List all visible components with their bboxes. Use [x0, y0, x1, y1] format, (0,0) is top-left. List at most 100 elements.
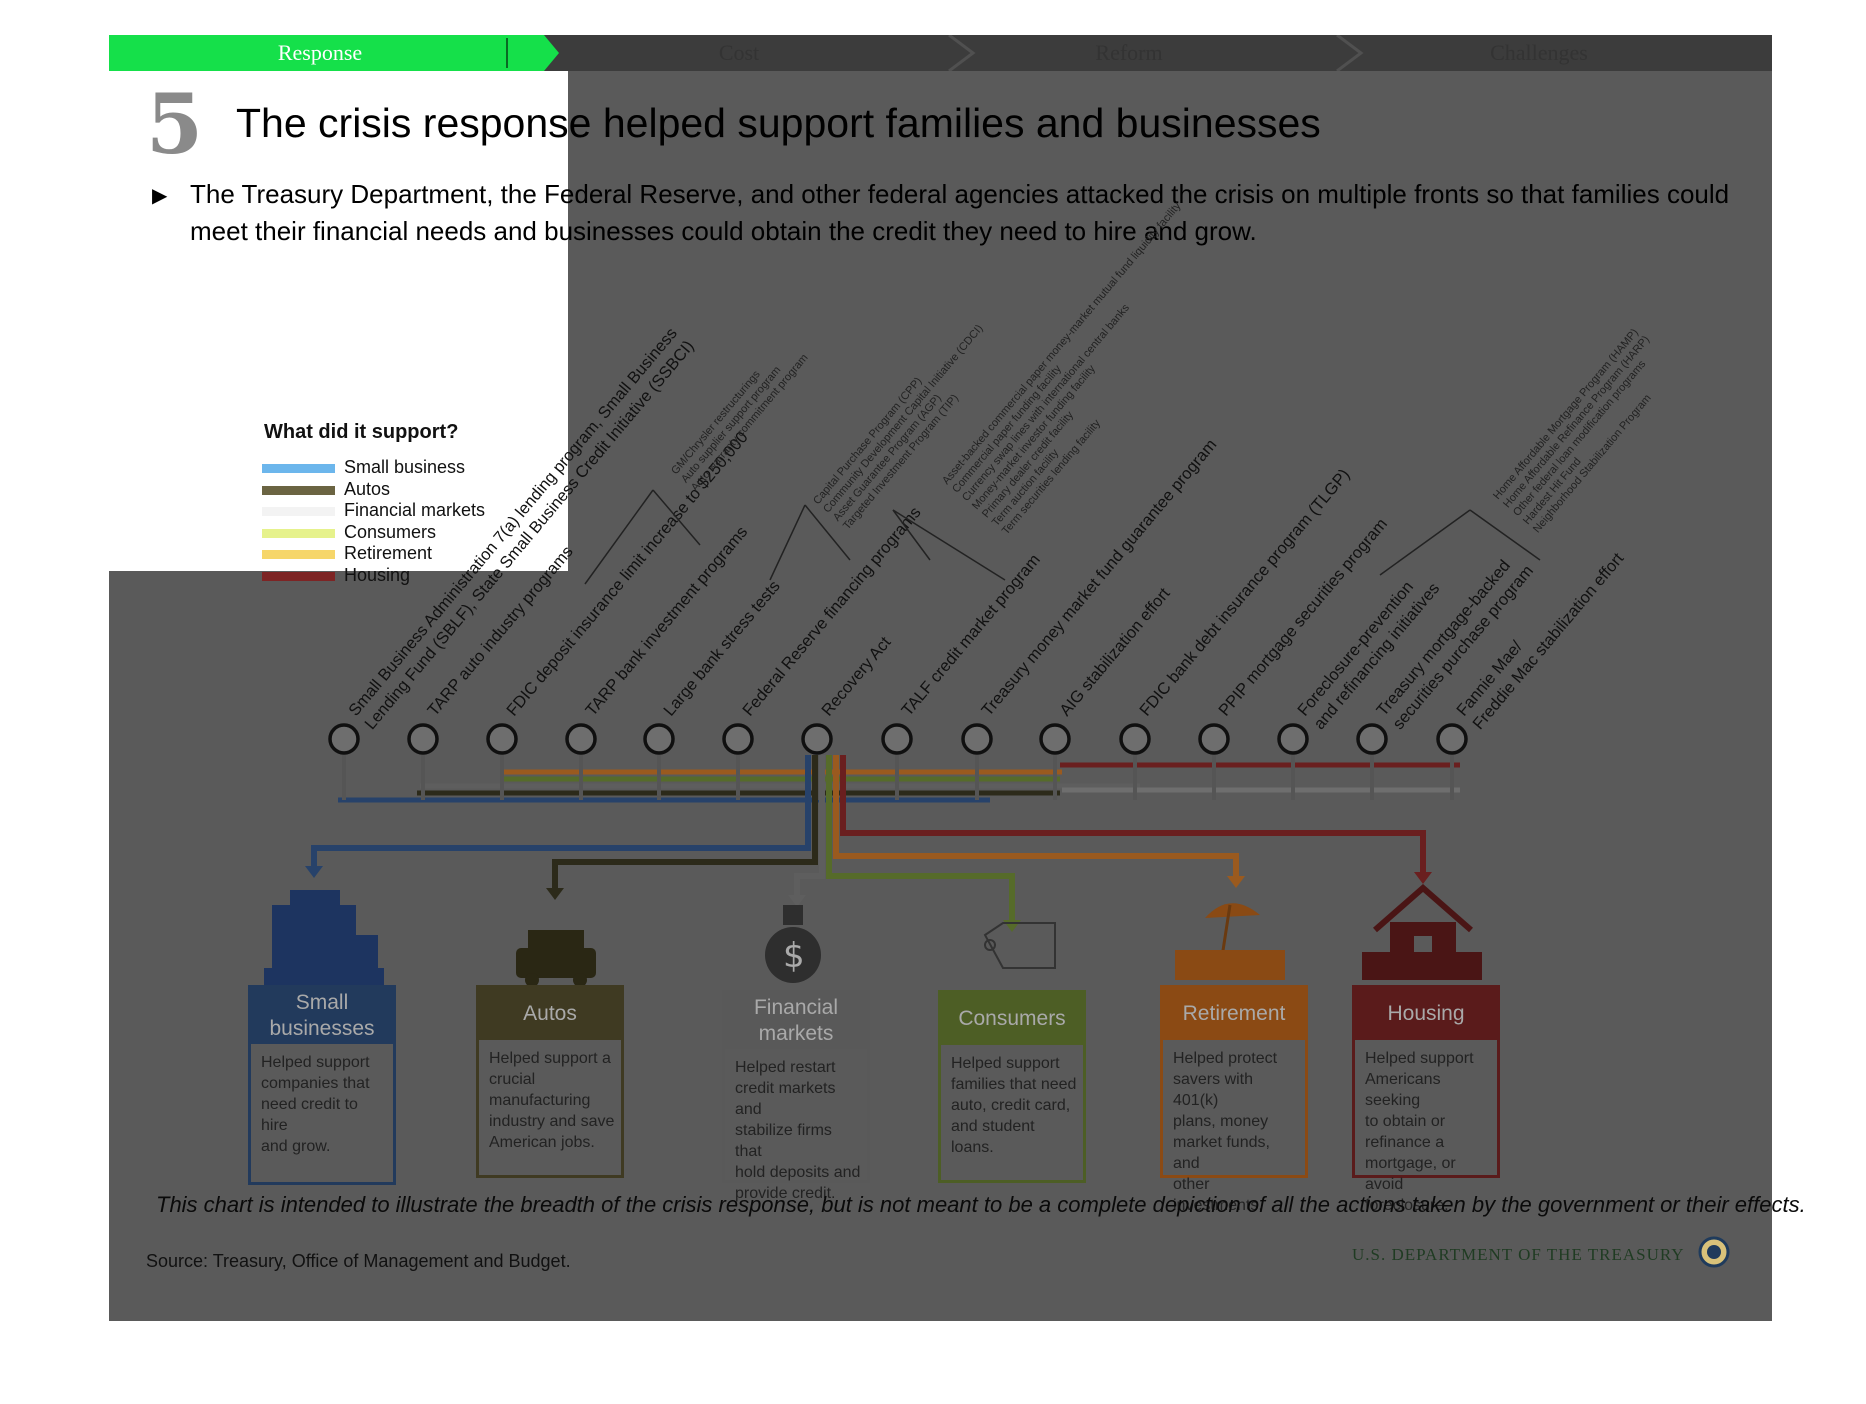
legend-label: Small business	[344, 457, 466, 477]
bracket-line	[892, 509, 1006, 581]
program-node	[1039, 723, 1071, 755]
disclaimer-note: This chart is intended to illustrate the…	[156, 1192, 1806, 1217]
outcome-heading-line: Housing	[1387, 1002, 1465, 1025]
bracket-line	[1379, 509, 1471, 576]
program-label: TALF credit market program	[898, 551, 1044, 720]
intro-bullet: The Treasury Department, the Federal Res…	[190, 179, 1730, 246]
legend-label: Financial markets	[344, 500, 486, 520]
house-window	[1414, 936, 1432, 954]
house-roof	[1373, 884, 1473, 933]
program-label: Federal Reserve financing programs	[739, 504, 924, 720]
program-node	[1277, 723, 1309, 755]
outcome-heading-line: Retirement	[1182, 1002, 1286, 1025]
legend-title: What did it support?	[264, 421, 459, 443]
outcome-description-line: and student loans.	[951, 1118, 1035, 1156]
bracket-line	[804, 504, 851, 561]
sub-program-line: Asset-backed commercial paper money-mark…	[940, 200, 1184, 487]
source-line: Source: Treasury, Office of Management a…	[146, 1251, 571, 1271]
outcome-description-line: Helped support	[261, 1054, 370, 1071]
treasury-wordmark: U.S. DEPARTMENT OF THE TREASURY	[1352, 1245, 1685, 1264]
bracket-line	[652, 489, 701, 546]
bracket-line	[769, 504, 806, 581]
outcome-description-line: hold deposits and	[735, 1164, 861, 1181]
register-drawer	[264, 968, 384, 990]
bracket-line	[892, 509, 931, 561]
outcome-description-line: stabilize firms that	[735, 1122, 832, 1160]
outcome-description-line: provide credit.	[735, 1185, 836, 1202]
legend-swatch	[262, 572, 335, 581]
connector-line	[311, 755, 811, 866]
register-body	[272, 905, 356, 977]
outcome-description-line: savers with 401(k)	[1173, 1071, 1254, 1109]
car-body	[516, 948, 596, 978]
outcome-description-line: companies that	[261, 1075, 370, 1092]
program-node	[486, 723, 518, 755]
program-label-line: Federal Reserve financing programs	[739, 504, 924, 720]
legend-swatch	[262, 550, 335, 559]
outcome-heading-line: Consumers	[958, 1007, 1066, 1030]
arrow-head-icon	[1414, 872, 1432, 884]
legend-swatch	[262, 486, 335, 495]
outcome-description: Helped support companies that need credit …	[261, 1052, 387, 1157]
sub-program-line: Auto supplier support program	[679, 364, 783, 485]
nav-track	[109, 35, 1772, 71]
outcome-description-line: to obtain or	[1365, 1113, 1446, 1130]
step-number: 5	[146, 77, 204, 173]
house-icon	[1362, 884, 1482, 980]
register-keys	[290, 890, 340, 910]
legend-label: Housing	[344, 565, 411, 585]
car-top	[528, 930, 584, 952]
sub-program-line: Other federal loan modification programs	[1511, 358, 1649, 519]
outcome-description-line: other investments.	[1173, 1176, 1263, 1214]
connector-line	[826, 755, 1015, 920]
tab-cost[interactable]: Cost	[718, 40, 760, 65]
outcome-heading-line: Financial	[753, 996, 839, 1019]
outcome-description-line: Helped protect	[1173, 1050, 1278, 1067]
tag-hole	[984, 939, 996, 951]
legend-swatch	[262, 507, 335, 516]
tab-response[interactable]: Response	[277, 40, 363, 65]
outcome-description-line: and grow.	[261, 1138, 331, 1155]
program-label: PPIP mortgage securities program	[1215, 515, 1391, 720]
outcome-icon-layer: $	[264, 884, 1482, 990]
program-node	[1198, 723, 1230, 755]
outcome-description-line: industry and save	[489, 1113, 615, 1130]
program-node	[328, 723, 360, 755]
page-title: The crisis response helped support famil…	[236, 100, 1321, 146]
outcome-description-line: mortgage, or	[1365, 1155, 1456, 1172]
outcome-description-line: need credit to hire	[261, 1096, 358, 1134]
tab-reform[interactable]: Reform	[1095, 40, 1163, 65]
outcome-description-line: market funds, and	[1173, 1134, 1270, 1172]
outcome-heading: Autos	[479, 988, 621, 1040]
sub-programs-housing: Home Affordable Mortgage Program (HAMP)H…	[1491, 327, 1654, 536]
outcome-description-line: Helped support	[951, 1055, 1060, 1072]
outcome-description-line: avoid foreclosure.	[1365, 1176, 1449, 1214]
dollar-sign: $	[783, 936, 805, 976]
program-node	[801, 723, 833, 755]
outcome-description-line: Americans seeking	[1365, 1071, 1441, 1109]
car-wheel	[525, 973, 539, 987]
register-side	[350, 935, 378, 971]
money-bag-icon: $	[765, 905, 821, 983]
connector-line	[833, 755, 1239, 876]
tab-challenges[interactable]: Challenges	[1490, 40, 1588, 65]
bag-neck	[783, 905, 803, 925]
beach-umbrella-icon	[1175, 903, 1285, 980]
bracket-line	[1469, 509, 1541, 561]
program-label-line: Recovery Act	[818, 633, 895, 719]
outcome-description-line: Helped restart	[735, 1059, 836, 1076]
outcome-description-line: manufacturing	[489, 1092, 591, 1109]
outcome-description-line: Helped support a	[489, 1050, 611, 1067]
program-node	[407, 723, 439, 755]
outcome-description-line: crucial	[489, 1071, 536, 1088]
program-node	[565, 723, 597, 755]
car-wheel	[573, 973, 587, 987]
